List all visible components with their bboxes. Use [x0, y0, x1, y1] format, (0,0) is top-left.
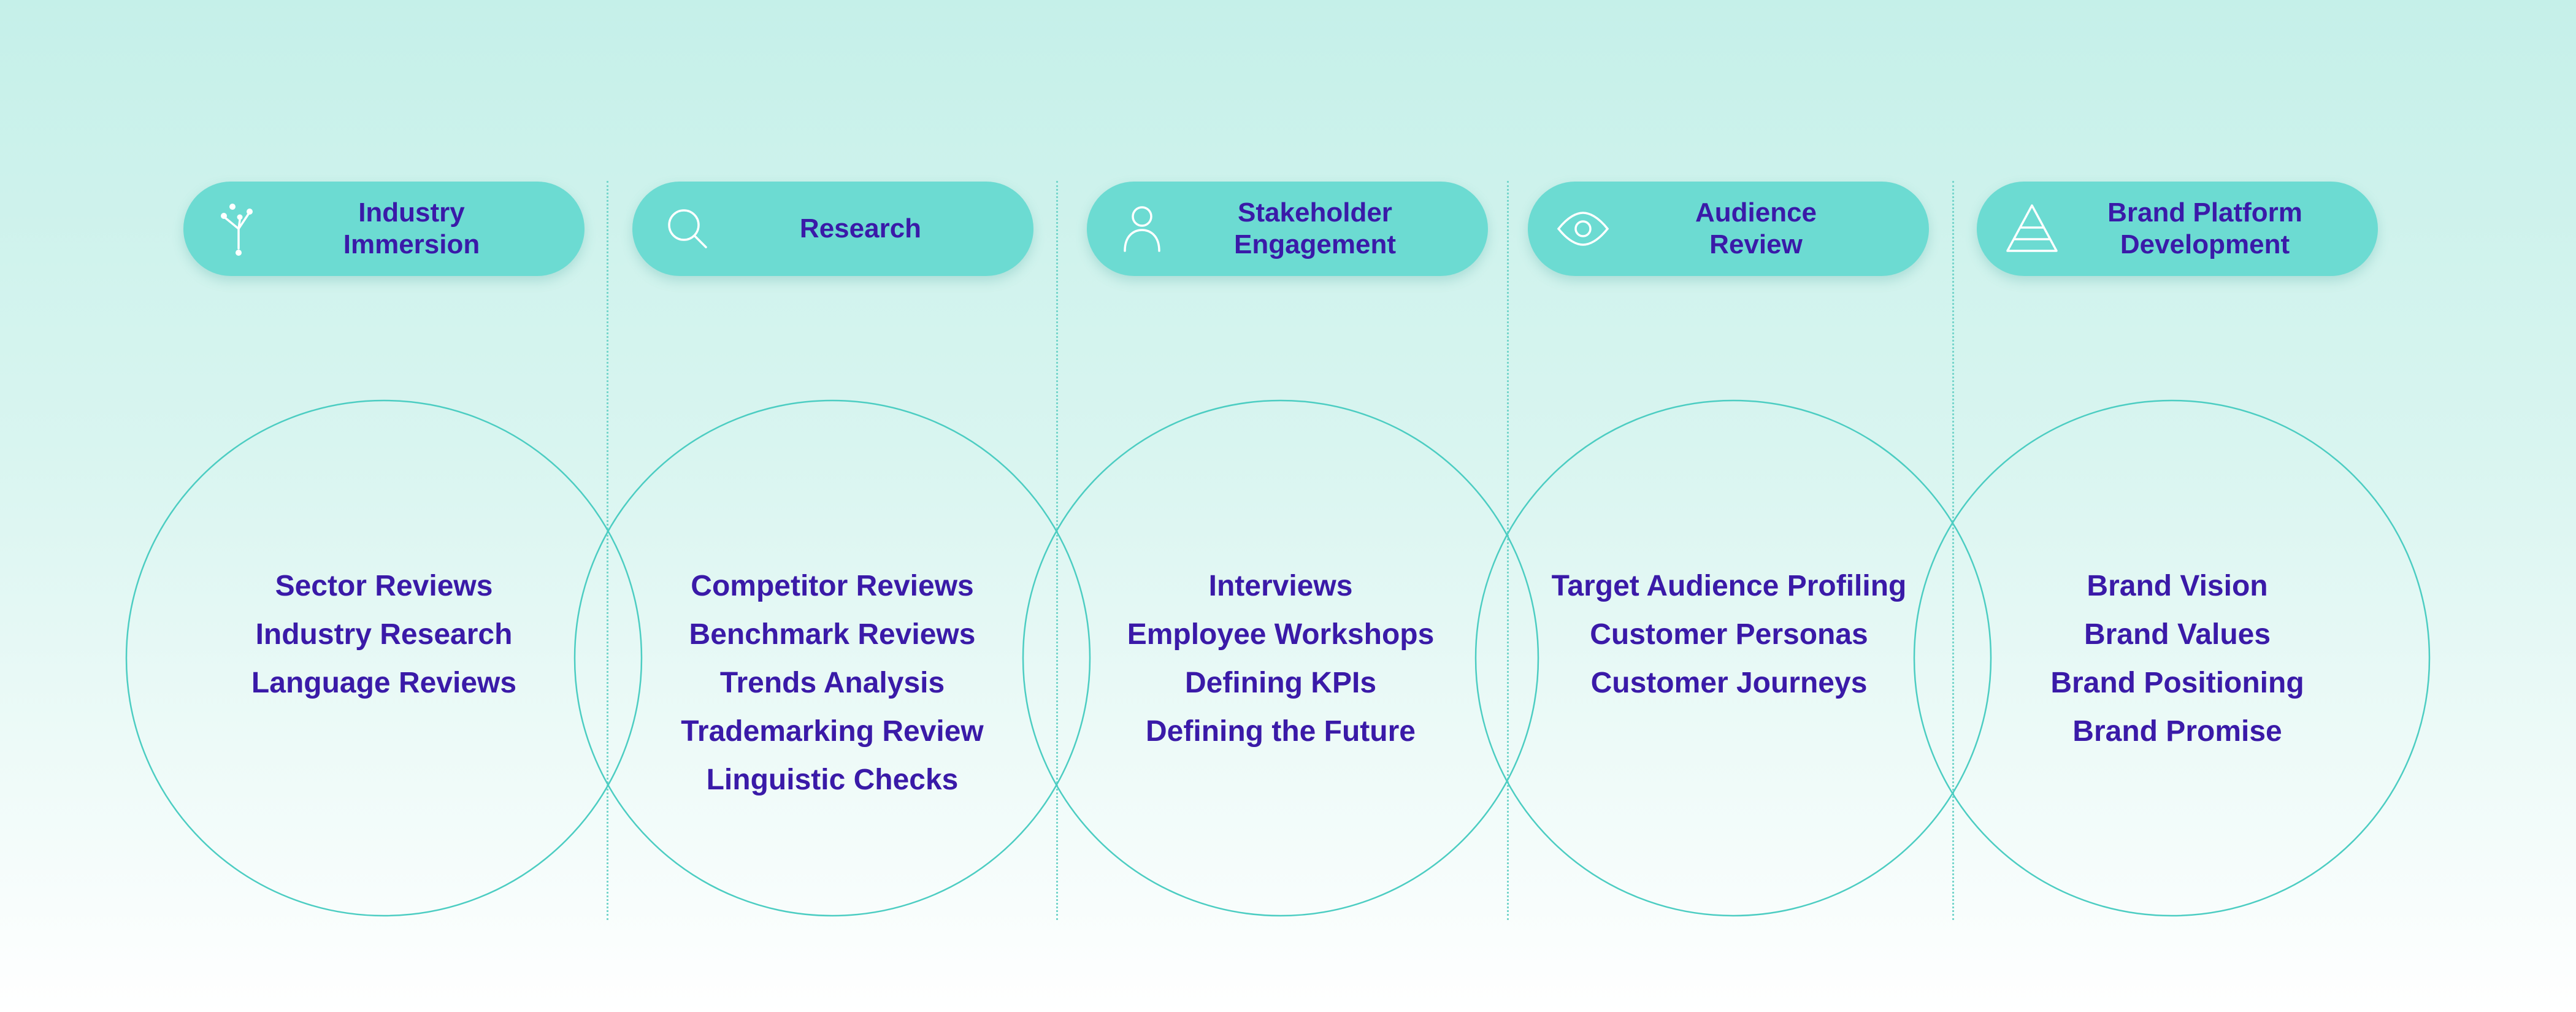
list-item: Brand Vision [2087, 570, 2268, 602]
stage-pill-stakeholder-engagement: Stakeholder Engagement [1087, 182, 1488, 276]
stage-items-research: Competitor Reviews Benchmark Reviews Tre… [618, 562, 1047, 804]
stage-pill-industry-immersion: Industry Immersion [183, 182, 585, 276]
stage-divider [1952, 181, 1954, 920]
list-item: Benchmark Reviews [689, 618, 976, 651]
stage-divider [1507, 181, 1509, 920]
list-item: Trademarking Review [681, 715, 984, 748]
pyramid-icon [2001, 198, 2063, 259]
list-item: Target Audience Profiling [1551, 570, 1907, 602]
stage-divider [1056, 181, 1058, 920]
list-item: Linguistic Checks [706, 764, 959, 796]
stage-items-stakeholder-engagement: Interviews Employee Workshops Defining K… [1066, 562, 1495, 756]
list-item: Sector Reviews [275, 570, 493, 602]
stage-title: Research [799, 213, 922, 243]
list-item: Customer Journeys [1590, 667, 1868, 699]
stage-title: Audience Review [1695, 197, 1817, 259]
list-item: Defining KPIs [1184, 667, 1377, 699]
stage-pill-brand-platform: Brand Platform Development [1977, 182, 2378, 276]
list-item: Employee Workshops [1127, 618, 1435, 651]
stage-items-industry-immersion: Sector Reviews Industry Research Languag… [169, 562, 599, 707]
stage-title: Stakeholder Engagement [1233, 197, 1397, 259]
list-item: Customer Personas [1590, 618, 1868, 651]
stage-pill-audience-review: Audience Review [1528, 182, 1929, 276]
stage-items-audience-review: Target Audience Profiling Customer Perso… [1514, 562, 1944, 707]
stage-pill-research: Research [632, 182, 1033, 276]
list-item: Industry Research [255, 618, 513, 651]
list-item: Interviews [1208, 570, 1353, 602]
stage-title: Brand Platform Development [2107, 197, 2302, 259]
branching-tree-icon [208, 198, 269, 259]
list-item: Trends Analysis [719, 667, 945, 699]
stage-title: Industry Immersion [343, 197, 480, 259]
eye-icon [1552, 198, 1614, 259]
list-item: Brand Values [2083, 618, 2271, 651]
stage-items-brand-platform: Brand Vision Brand Values Brand Position… [1963, 562, 2392, 756]
stage-divider [607, 181, 608, 920]
magnifier-icon [657, 198, 718, 259]
person-icon [1111, 198, 1173, 259]
list-item: Defining the Future [1146, 715, 1416, 748]
list-item: Brand Positioning [2050, 667, 2304, 699]
list-item: Competitor Reviews [691, 570, 974, 602]
list-item: Brand Promise [2072, 715, 2282, 748]
list-item: Language Reviews [251, 667, 517, 699]
